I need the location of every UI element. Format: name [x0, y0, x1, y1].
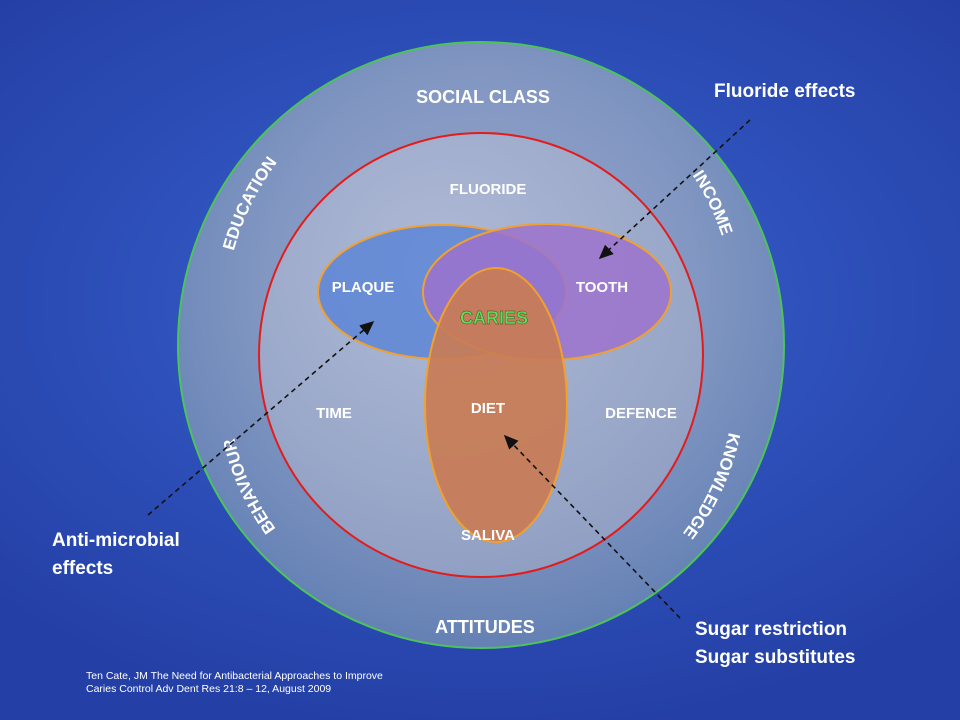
- defence-label: DEFENCE: [605, 405, 677, 422]
- antimicrobial-arrow: [147, 320, 375, 516]
- diet-ellipse: [424, 267, 568, 543]
- social-class-label: SOCIAL CLASS: [416, 87, 550, 107]
- diet-label: DIET: [471, 400, 505, 417]
- attitudes-label: ATTITUDES: [435, 617, 535, 637]
- fluoride-label: FLUORIDE: [450, 181, 527, 198]
- citation: Ten Cate, JM The Need for Antibacterial …: [86, 670, 383, 695]
- saliva-label: SALIVA: [461, 527, 515, 544]
- tooth-label: TOOTH: [576, 279, 628, 296]
- plaque-label: PLAQUE: [332, 279, 395, 296]
- sugar-arrow: [503, 434, 681, 619]
- fluoride-effects-annotation: Fluoride effects: [714, 81, 856, 102]
- caries-label: CARIES: [460, 308, 528, 328]
- time-label: TIME: [316, 405, 352, 422]
- antimicrobial-annotation: Anti-microbial effects: [52, 530, 180, 579]
- sugar-annotation: Sugar restriction Sugar substitutes: [695, 619, 856, 668]
- fluoride-arrow: [598, 119, 751, 260]
